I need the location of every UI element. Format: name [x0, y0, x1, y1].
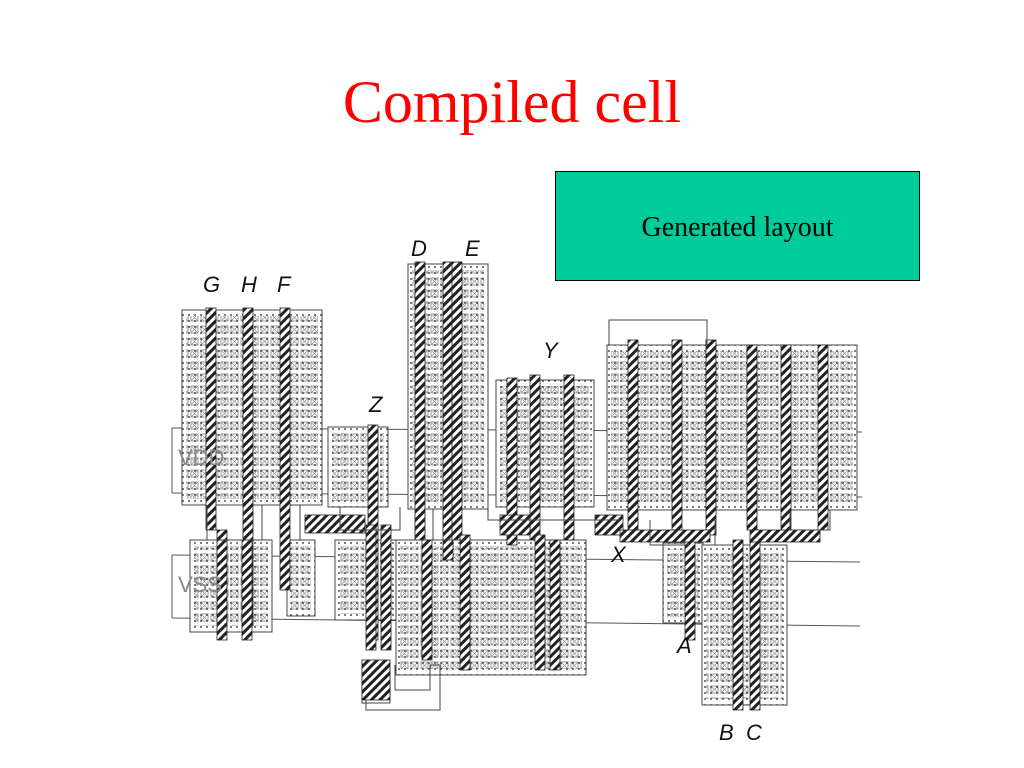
poly-gate [671, 339, 683, 531]
metal-wire [608, 319, 708, 345]
metal-wire [789, 510, 831, 531]
rail-label-vdd: VDD [178, 445, 224, 470]
poly-gate [534, 534, 546, 671]
poly-strap [361, 659, 391, 701]
metal-wire [487, 509, 620, 521]
contact-column [194, 546, 268, 626]
poly-strap [499, 514, 531, 536]
poly-gate [459, 534, 471, 671]
pin-label-c: C [746, 720, 762, 745]
pin-label-h: H [241, 272, 257, 297]
pin-label-y: Y [543, 338, 559, 363]
pin-label-z: Z [368, 392, 384, 417]
poly-gate [365, 524, 377, 651]
poly-gate [529, 374, 541, 541]
poly-gate [380, 524, 392, 651]
poly-gate [817, 344, 829, 531]
pin-label-f: F [277, 272, 292, 297]
rail-label-vss: VSS [178, 572, 222, 597]
pin-label-d: D [411, 236, 427, 261]
poly-gate [705, 339, 717, 536]
poly-gate [279, 307, 291, 591]
poly-gate [241, 539, 253, 641]
poly-gate [746, 344, 758, 531]
poly-strap [619, 529, 711, 543]
slide-title: Compiled cell [342, 69, 682, 135]
pin-label-g: G [203, 272, 220, 297]
pin-label-b: B [719, 720, 734, 745]
poly-gate [451, 261, 463, 541]
poly-gate [749, 539, 761, 711]
poly-strap [749, 529, 821, 543]
contact-column [706, 551, 783, 699]
poly-strap [304, 514, 366, 534]
poly-gate [506, 377, 518, 546]
poly-gate [414, 261, 426, 541]
poly-gate [549, 539, 561, 671]
poly-gate [780, 344, 792, 531]
contact-column [611, 351, 853, 504]
poly-gate [421, 539, 433, 661]
metal-wire [206, 505, 263, 541]
pin-label-x: X [610, 542, 627, 567]
poly-gates [205, 261, 829, 711]
poly-gate [442, 261, 454, 561]
poly-gate [216, 529, 228, 641]
poly-strap [594, 514, 624, 536]
metal-wire [649, 520, 690, 546]
callout-box: Generated layout [555, 171, 920, 281]
pin-label-e: E [465, 236, 480, 261]
poly-gate [627, 339, 639, 531]
metal-wire [365, 664, 441, 711]
pin-label-a: A [675, 633, 692, 658]
poly-gate [732, 539, 744, 711]
interconnect-wires [206, 319, 831, 711]
poly-gate [684, 539, 696, 641]
poly-gate [205, 307, 217, 531]
poly-gate [563, 374, 575, 541]
metal-wire [432, 509, 466, 541]
callout-text: Generated layout [641, 212, 834, 243]
contact-column [291, 546, 311, 610]
metal-wire [339, 507, 401, 531]
